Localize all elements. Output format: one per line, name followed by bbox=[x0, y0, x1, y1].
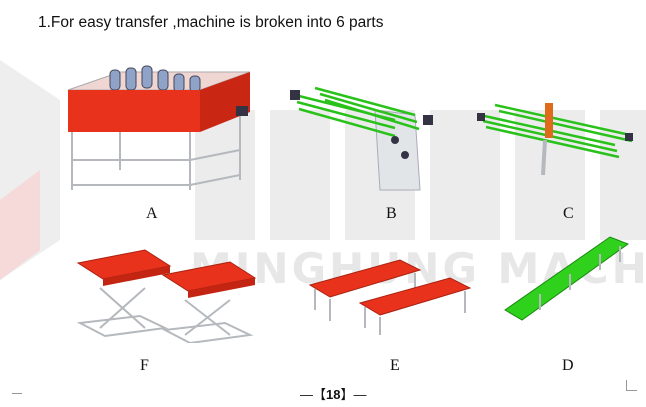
part-a-label: A bbox=[146, 205, 158, 222]
page-number: —【18】— bbox=[300, 384, 367, 403]
part-e-label: E bbox=[390, 357, 400, 374]
part-f-scissor-lift-illustration bbox=[76, 249, 257, 343]
crop-mark-bottom-right bbox=[626, 380, 637, 391]
part-a-hopper-illustration bbox=[67, 65, 251, 190]
page-number-value: 18 bbox=[326, 387, 341, 402]
part-c-label: C bbox=[563, 205, 574, 222]
part-d-belt-conveyor-illustration bbox=[504, 236, 630, 321]
part-b-incline-conveyor-illustration bbox=[290, 86, 433, 191]
part-c-roller-table-illustration bbox=[477, 103, 633, 176]
part-d-label: D bbox=[562, 357, 574, 374]
brand-watermark-logo bbox=[0, 60, 646, 280]
part-e-frame-tables-illustration bbox=[308, 259, 472, 335]
crop-mark-bottom-left bbox=[12, 393, 22, 404]
page-number-right-bracket: 】— bbox=[340, 387, 367, 402]
page-heading: 1.For easy transfer ,machine is broken i… bbox=[38, 14, 384, 31]
part-b-label: B bbox=[386, 205, 397, 222]
part-f-label: F bbox=[140, 357, 149, 374]
page-number-left-bracket: —【 bbox=[300, 387, 327, 402]
